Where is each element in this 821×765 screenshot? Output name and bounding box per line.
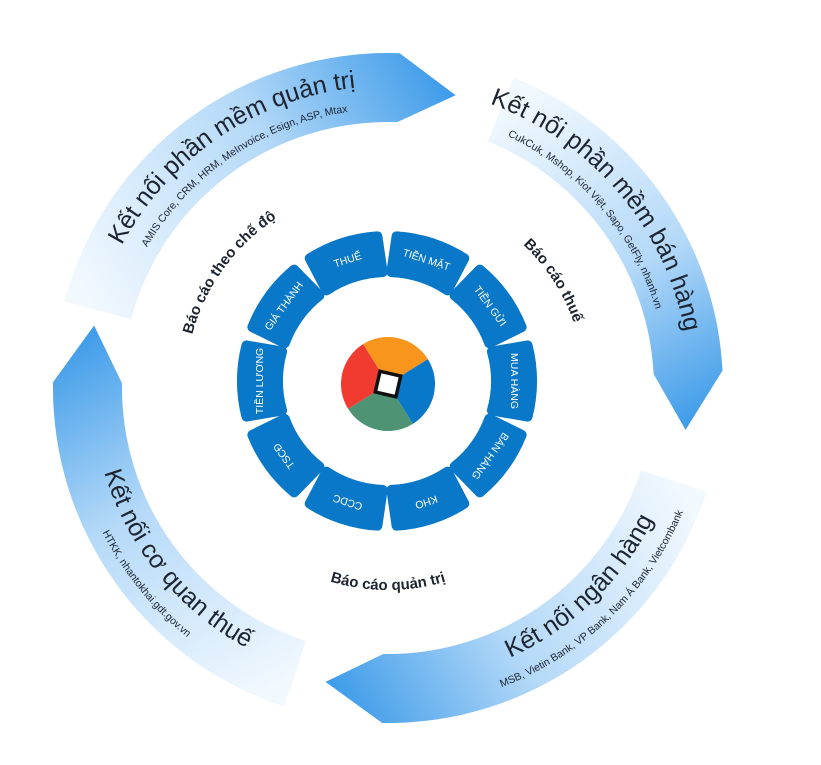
- report-label-text: Báo cáo quản trị: [329, 569, 447, 594]
- module-tile-shape: [486, 340, 537, 422]
- module-tile[interactable]: MUA HÀNG: [486, 340, 537, 422]
- connection-arrow: [325, 470, 707, 724]
- module-tile-shape: [247, 264, 325, 349]
- module-tile-shape: [237, 340, 288, 422]
- module-tile[interactable]: BÁN HÀNG: [449, 413, 527, 498]
- logo-green-segment: [348, 384, 413, 432]
- module-tile-shape: [304, 231, 388, 296]
- logo-red-segment: [340, 344, 388, 409]
- report-label-tax: Báo cáo thuế: [520, 235, 586, 325]
- module-tile-shape: [247, 413, 325, 498]
- module-tile-shape: [449, 264, 527, 349]
- module-tile-label: TIỀN LƯƠNG: [253, 348, 266, 414]
- module-tile[interactable]: THUẾ: [304, 231, 388, 296]
- module-tile[interactable]: TIỀN MẶT: [386, 231, 470, 296]
- logo-blue-segment: [388, 359, 436, 424]
- logo-orange-segment: [363, 336, 428, 384]
- connection-arrow: [487, 77, 723, 430]
- module-tile-label: MUA HÀNG: [508, 353, 521, 409]
- center-logo: [340, 336, 436, 432]
- module-tile[interactable]: CCDC: [304, 466, 388, 531]
- module-tile[interactable]: TIỀN LƯƠNG: [237, 340, 288, 422]
- module-tile-shape: [386, 466, 470, 531]
- report-label-management: Báo cáo quản trị: [329, 569, 447, 594]
- connection-arrow: [52, 325, 306, 707]
- module-tile-shape: [304, 466, 388, 531]
- module-tile[interactable]: TIỀN GỬI: [449, 264, 527, 349]
- logo-diamond-icon: [373, 369, 403, 399]
- module-tile-shape: [449, 413, 527, 498]
- module-tile-shape: [386, 231, 470, 296]
- report-label-text: Báo cáo thuế: [520, 235, 586, 325]
- connection-arrow: [64, 52, 456, 320]
- module-tile[interactable]: TSCĐ: [247, 413, 325, 498]
- module-tile[interactable]: GIÁ THÀNH: [247, 264, 325, 349]
- module-tile[interactable]: KHO: [386, 466, 470, 531]
